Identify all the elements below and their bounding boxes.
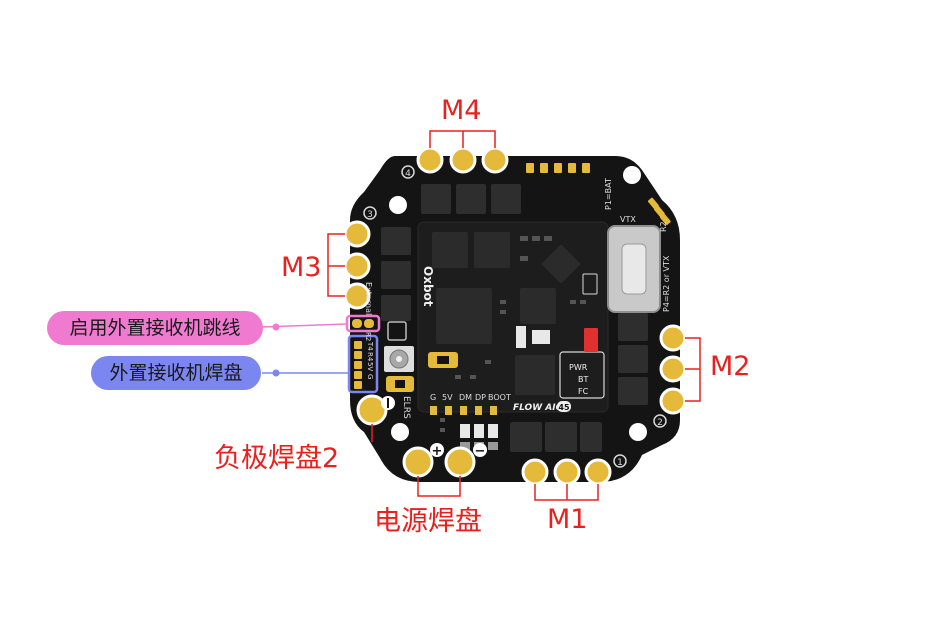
motor-num-1: 1 bbox=[617, 458, 623, 468]
r2-text: R2 bbox=[659, 221, 668, 232]
label-power-pads: 电源焊盘 bbox=[374, 506, 482, 537]
side-pad-r4: R4 bbox=[366, 352, 374, 362]
receiver-pads bbox=[354, 341, 362, 389]
status-fc: FC bbox=[578, 387, 589, 396]
label-m4: M4 bbox=[441, 95, 482, 126]
m2-pads bbox=[659, 324, 687, 415]
boot-button bbox=[516, 326, 526, 348]
pad-label-dm: DM bbox=[459, 393, 472, 402]
usb-pad-row bbox=[430, 406, 497, 415]
antenna-connector bbox=[384, 321, 414, 372]
m4-pads bbox=[416, 146, 509, 174]
ic-group bbox=[432, 232, 580, 395]
vtx-pads bbox=[647, 197, 671, 226]
annotation-lines bbox=[327, 130, 701, 501]
label-m1: M1 bbox=[547, 504, 588, 535]
jumper-pads bbox=[352, 319, 374, 328]
status-pwr: PWR bbox=[569, 363, 588, 372]
jumper-frame bbox=[345, 314, 381, 333]
pad-label-g: G bbox=[430, 393, 436, 402]
status-box bbox=[559, 351, 605, 399]
external-text: External bbox=[364, 282, 373, 315]
top-pad-row bbox=[526, 163, 590, 173]
pad-label-boot: BOOT bbox=[488, 393, 511, 402]
label-jumper: 启用外置接收机跳线 bbox=[47, 311, 263, 345]
jumper-leader-dot bbox=[272, 323, 280, 331]
label-receiver-pads: 外置接收机焊盘 bbox=[91, 356, 261, 390]
receiver-leader-dot bbox=[272, 369, 280, 377]
mount-hole bbox=[389, 196, 407, 214]
label-m2: M2 bbox=[710, 351, 751, 382]
elrs-text: ELRS bbox=[401, 396, 411, 419]
m1-pads bbox=[521, 458, 612, 486]
model-num-text: 45 bbox=[558, 403, 570, 412]
side-pad-t4: T4 bbox=[366, 341, 374, 351]
model-num-badge bbox=[557, 401, 571, 412]
power-pads bbox=[356, 394, 476, 478]
receiver-pad-frame bbox=[347, 334, 379, 394]
motor-num-2: 2 bbox=[657, 418, 663, 428]
label-m3: M3 bbox=[281, 252, 322, 283]
plus-sign: + bbox=[432, 444, 443, 459]
motor-number-markers bbox=[363, 165, 667, 468]
side-pad-r2: R2 bbox=[364, 332, 372, 341]
mosfet-group bbox=[381, 184, 648, 452]
side-pad-g: G bbox=[366, 374, 374, 379]
motor-num-3: 3 bbox=[367, 210, 373, 220]
vtx-text: VTX bbox=[620, 215, 636, 224]
brand-text: Oxbot bbox=[421, 266, 435, 307]
motor-num-4: 4 bbox=[405, 169, 411, 179]
model-text: FLOW AIO bbox=[513, 403, 564, 413]
pad-label-5v: 5V bbox=[442, 393, 453, 402]
minus-marker bbox=[473, 443, 487, 457]
pad-label-dp: DP bbox=[475, 393, 486, 402]
m3-pads bbox=[343, 220, 371, 310]
mount-hole bbox=[623, 166, 641, 184]
plus-marker bbox=[430, 443, 444, 457]
side-pad-5v: 5V bbox=[366, 362, 374, 371]
minus-sign: − bbox=[475, 444, 486, 459]
p1-text: P1=BAT bbox=[604, 178, 613, 210]
p4-text: P4=R2 or VTX bbox=[662, 255, 671, 312]
mount-hole bbox=[629, 423, 647, 441]
status-bt: BT bbox=[578, 375, 588, 384]
label-negative-pad2: 负极焊盘2 bbox=[214, 443, 340, 474]
red-led bbox=[584, 328, 598, 352]
mount-hole bbox=[391, 423, 409, 441]
